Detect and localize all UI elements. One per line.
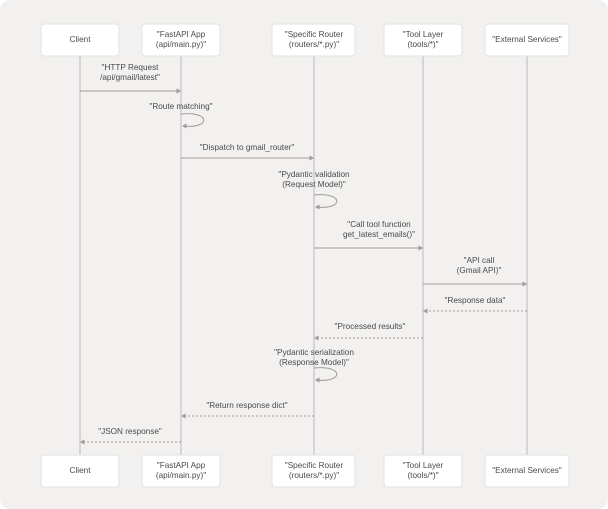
participant-top-fastapi-app[interactable]: "FastAPI App(api/main.py)"	[141, 23, 221, 57]
participant-top-specific-router[interactable]: "Specific Router(routers/*.py)"	[271, 23, 356, 57]
participant-label-client: Client	[70, 466, 92, 475]
arrowhead-response-data	[423, 308, 428, 314]
participant-label-specific-router: "Specific Router(routers/*.py)"	[285, 461, 344, 480]
participant-label-client: Client	[70, 35, 92, 44]
participant-label-external-services: "External Services"	[492, 35, 562, 44]
participant-bottom-tool-layer[interactable]: "Tool Layer(tools/*)"	[383, 454, 463, 488]
arrowhead-pydantic-serialization	[315, 377, 320, 383]
message-label-pydantic-serialization: "Pydantic serialization(Response Model)"	[274, 348, 354, 367]
participant-bottom-fastapi-app[interactable]: "FastAPI App(api/main.py)"	[141, 454, 221, 488]
message-label-processed-results: "Processed results"	[335, 322, 406, 331]
message-line-pydantic-validation	[313, 194, 338, 208]
message-label-http-request: "HTTP Request/api/gmail/latest"	[100, 63, 160, 82]
arrowhead-http-request	[176, 88, 181, 94]
participant-label-fastapi-app: "FastAPI App(api/main.py)"	[156, 461, 206, 480]
arrowhead-processed-results	[314, 335, 319, 341]
arrowhead-dispatch-to-gmail-router	[309, 155, 314, 161]
message-label-pydantic-validation: "Pydantic validation(Request Model)"	[278, 170, 350, 189]
message-line-pydantic-serialization	[313, 367, 338, 381]
arrowhead-return-response-dict	[181, 413, 186, 419]
message-label-api-call: "API call(Gmail API)"	[457, 256, 502, 275]
participant-bottom-client[interactable]: Client	[40, 454, 120, 488]
arrowhead-call-tool-function	[418, 245, 423, 251]
participant-top-external-services[interactable]: "External Services"	[484, 23, 570, 57]
participant-label-specific-router: "Specific Router(routers/*.py)"	[285, 30, 344, 49]
message-label-route-matching: "Route matching"	[149, 102, 212, 111]
arrowhead-pydantic-validation	[315, 204, 320, 210]
participant-label-fastapi-app: "FastAPI App(api/main.py)"	[156, 30, 206, 49]
participant-top-client[interactable]: Client	[40, 23, 120, 57]
message-label-dispatch-to-gmail-router: "Dispatch to gmail_router"	[200, 143, 295, 152]
participant-bottom-external-services[interactable]: "External Services"	[484, 454, 570, 488]
message-label-json-response: "JSON response"	[98, 427, 162, 436]
arrowhead-route-matching	[182, 123, 187, 129]
participant-bottom-specific-router[interactable]: "Specific Router(routers/*.py)"	[271, 454, 356, 488]
message-line-route-matching	[180, 113, 205, 127]
arrowhead-json-response	[80, 439, 85, 445]
message-label-response-data: "Response data"	[445, 296, 506, 305]
participant-top-tool-layer[interactable]: "Tool Layer(tools/*)"	[383, 23, 463, 57]
arrowhead-api-call	[522, 281, 527, 287]
participant-label-tool-layer: "Tool Layer(tools/*)"	[403, 461, 444, 480]
participant-label-tool-layer: "Tool Layer(tools/*)"	[403, 30, 444, 49]
message-label-return-response-dict: "Return response dict"	[206, 401, 287, 410]
participant-label-external-services: "External Services"	[492, 466, 562, 475]
